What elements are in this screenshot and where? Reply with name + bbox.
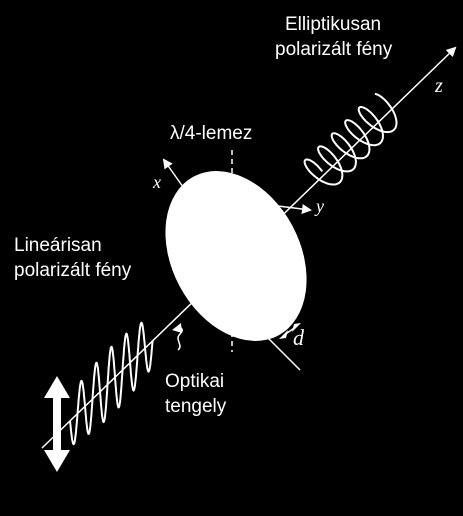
thickness-arrowhead-a xyxy=(279,330,288,339)
optical-axis-label-line1: Optikai xyxy=(165,371,225,392)
elliptical-label-line1: Elliptikusan xyxy=(285,14,382,35)
double-arrow-icon xyxy=(44,376,70,472)
optical-axis-pointer-head xyxy=(172,323,182,333)
z-axis-label: z xyxy=(435,75,443,97)
optical-axis-label-line2: tengely xyxy=(165,396,227,417)
linear-label-line2: polarizált fény xyxy=(14,260,132,281)
quarter-wave-plate xyxy=(165,171,307,341)
elliptical-label-line2: polarizált fény xyxy=(275,39,393,60)
linear-wave xyxy=(69,321,154,446)
x-axis-label: x xyxy=(153,172,161,192)
d-thickness-label: d xyxy=(293,325,304,350)
linear-label-line1: Lineárisan xyxy=(14,235,102,256)
plate-edge-line xyxy=(261,331,301,371)
elliptical-helix xyxy=(303,92,398,186)
y-axis-arrow xyxy=(277,204,312,214)
plate-label: λ/4-lemez xyxy=(170,123,253,144)
y-axis-label: y xyxy=(316,196,324,216)
thickness-arrowhead-b xyxy=(292,323,301,332)
